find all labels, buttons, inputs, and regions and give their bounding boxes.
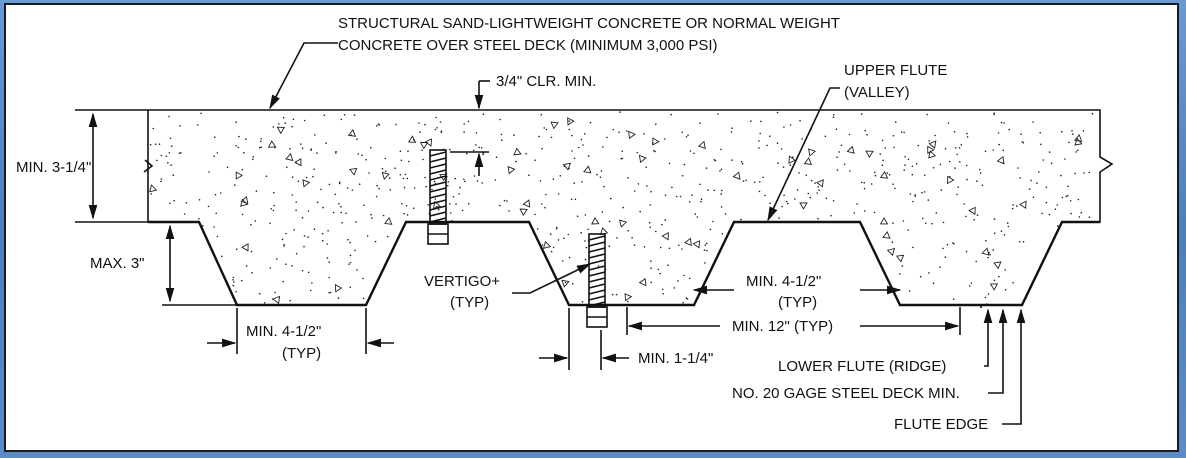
anchor-label-1: VERTIGO+ <box>424 273 500 290</box>
spacing-label: MIN. 12" (TYP) <box>732 318 833 335</box>
left-width-label-2: (TYP) <box>282 345 321 362</box>
flute-edge-leader <box>1002 308 1026 425</box>
anchor-label-2: (TYP) <box>450 294 489 311</box>
drawing-panel: STRUCTURAL SAND-LIGHTWEIGHT CONCRETE OR … <box>4 3 1179 452</box>
steel-deck-profile <box>148 220 1100 307</box>
right-width-label-2: (TYP) <box>778 294 817 311</box>
concrete-aggregate-texture <box>149 111 1101 305</box>
upper-flute-label-1: UPPER FLUTE <box>844 62 947 79</box>
clear-cover-label: 3/4" CLR. MIN. <box>496 73 596 90</box>
concrete-slab <box>147 109 1114 306</box>
concrete-leader <box>269 42 338 110</box>
upper-flute-label-2: (VALLEY) <box>844 84 910 101</box>
anchor-upper-flute <box>427 149 449 245</box>
lower-flute-leader <box>983 308 993 367</box>
concrete-note-line2: CONCRETE OVER STEEL DECK (MINIMUM 3,000 … <box>338 37 718 54</box>
deck-anchor-detail-drawing: STRUCTURAL SAND-LIGHTWEIGHT CONCRETE OR … <box>16 15 1114 433</box>
gage-leader <box>988 308 1008 394</box>
edge-distance-label: MIN. 1-1/4" <box>638 350 713 367</box>
lower-flute-label: LOWER FLUTE (RIDGE) <box>778 358 946 375</box>
upper-flute-leader <box>767 87 840 222</box>
anchor-lower-flute <box>586 233 608 328</box>
concrete-note-line1: STRUCTURAL SAND-LIGHTWEIGHT CONCRETE OR … <box>338 15 840 32</box>
left-width-label-1: MIN. 4-1/2" <box>246 323 321 340</box>
anchor-leader <box>512 263 592 294</box>
min-thickness-label: MIN. 3-1/4" <box>16 159 91 176</box>
gage-label: NO. 20 GAGE STEEL DECK MIN. <box>732 385 960 402</box>
max-depth-label: MAX. 3" <box>90 255 145 272</box>
flute-edge-label: FLUTE EDGE <box>894 416 988 433</box>
thickness-leader <box>143 159 154 173</box>
right-width-label-1: MIN. 4-1/2" <box>746 273 821 290</box>
